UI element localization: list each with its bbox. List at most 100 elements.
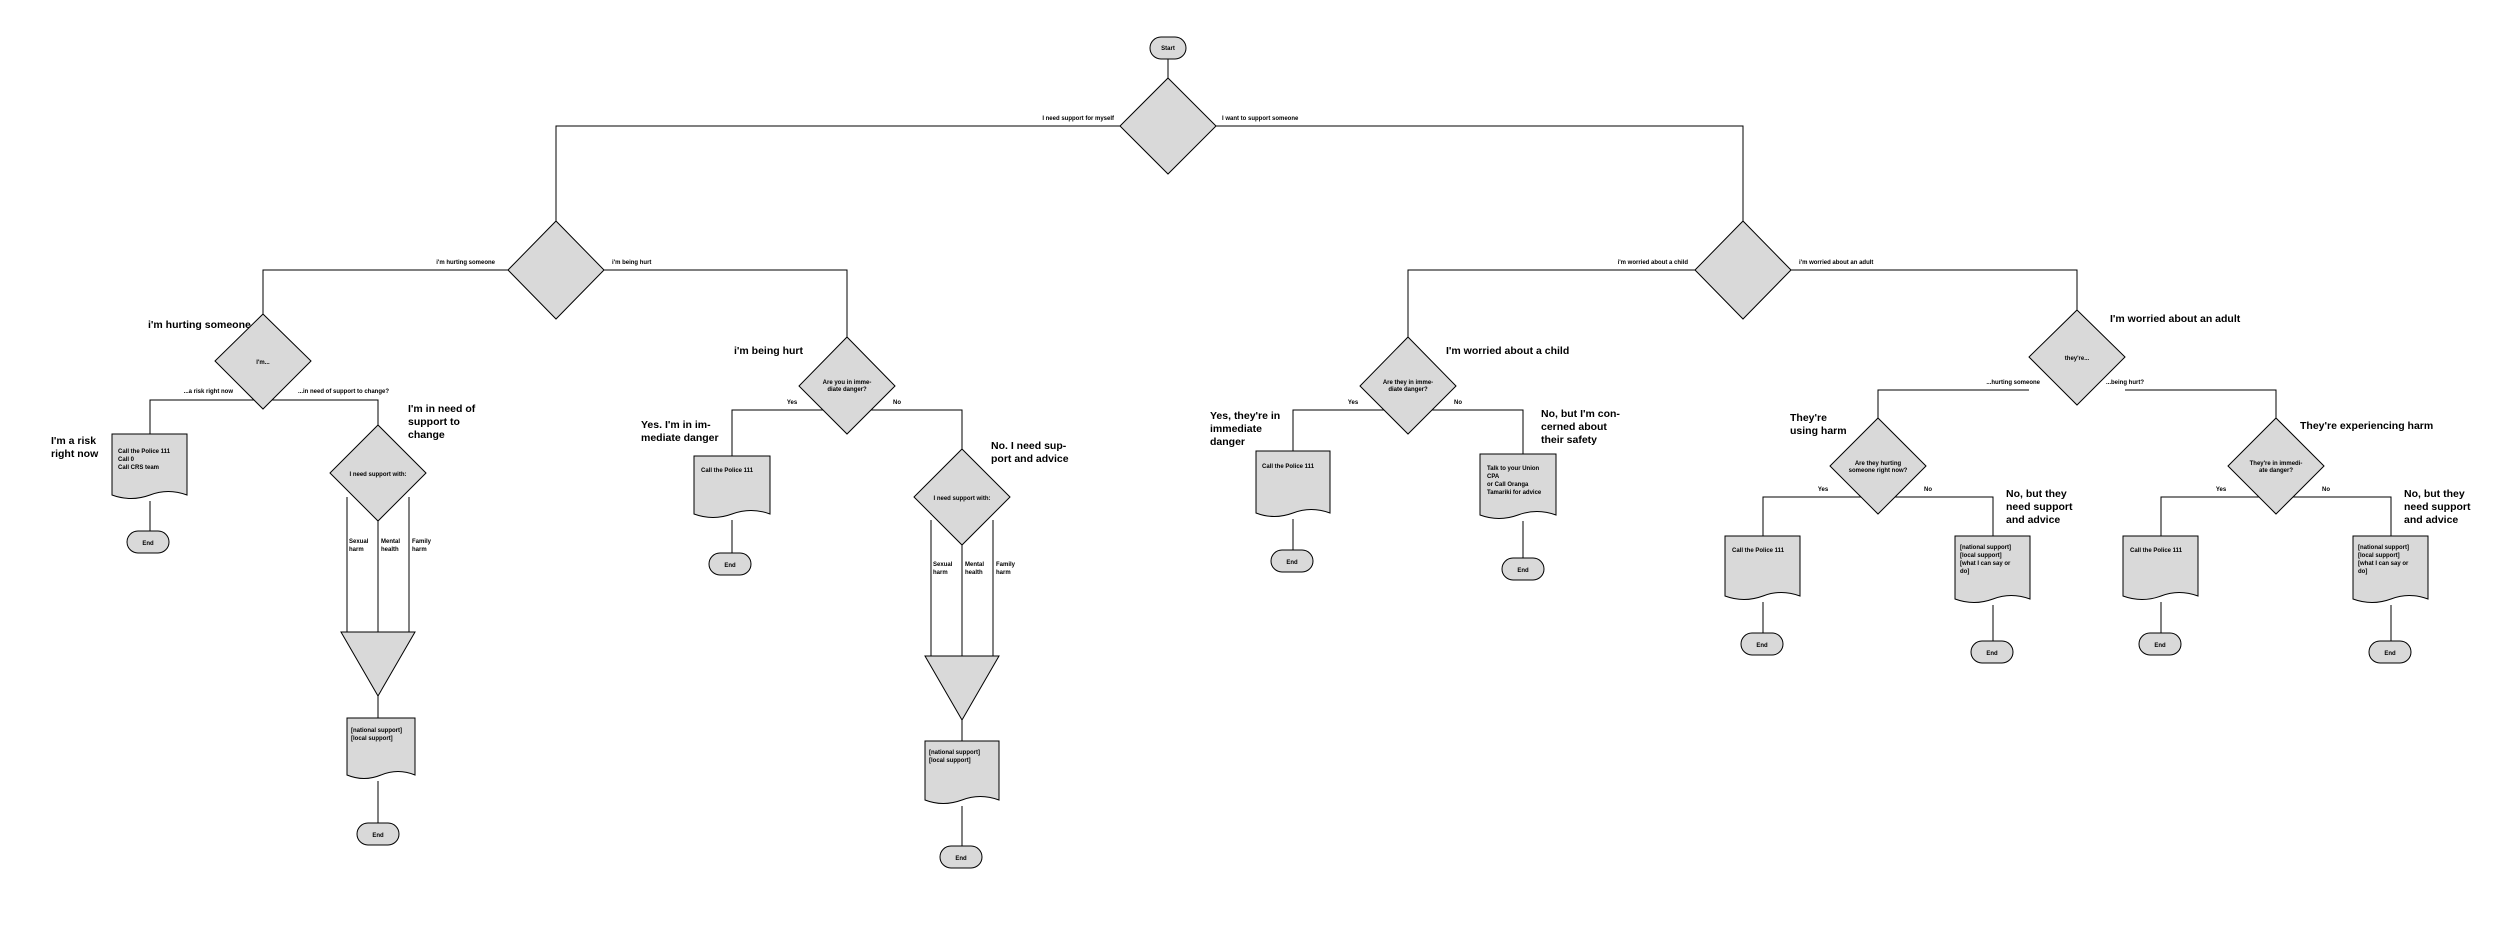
end-label: End [2154, 643, 2166, 649]
police-doc-text: Call the Police 111 [2130, 548, 2183, 554]
using-no-heading: and advice [2006, 514, 2060, 526]
end-terminal [708, 552, 752, 576]
branch-label: health [381, 547, 399, 553]
resource-line: [local support] [1960, 553, 2002, 559]
hurting-heading: i'm hurting someone [148, 319, 251, 331]
branch-label: Family [996, 562, 1016, 568]
being-hurt-question: Are you in imme- [823, 380, 872, 386]
no-label: No [2322, 487, 2330, 493]
hurting-decision [214, 313, 312, 410]
end-terminal [2138, 632, 2182, 656]
resource-line: [national support] [1960, 545, 2011, 551]
branch-label: harm [349, 547, 364, 553]
hurting-risk-heading: right now [51, 448, 99, 460]
resource-line: [what I can say or [2358, 561, 2409, 567]
child-no-heading: No, but I'm con- [1541, 408, 1620, 420]
branch-label: health [965, 570, 983, 576]
branch-label: Sexual [933, 562, 953, 568]
child-decision [1359, 336, 1457, 435]
child-police-doc [1255, 450, 1331, 517]
experiencing-harm-decision [2227, 417, 2325, 515]
end-terminal [1270, 549, 1314, 573]
using-resources-doc [1954, 535, 2031, 603]
hurting-merge-triangle [340, 631, 416, 697]
adult-question: they're... [2065, 356, 2090, 362]
union-doc-line: Tamariki for advice [1487, 490, 1542, 496]
end-terminal [2368, 640, 2412, 664]
child-yes-heading: danger [1210, 436, 1245, 448]
experiencing-harm-question: ate danger? [2259, 468, 2293, 474]
start-label: Start [1161, 46, 1175, 52]
branch-label: Family [412, 539, 432, 545]
using-harm-question: Are they hurting [1855, 461, 1902, 467]
being-hurt-merge-triangle [924, 655, 1000, 721]
resource-line: [national support] [351, 728, 402, 734]
union-doc-line: CPA [1487, 474, 1500, 480]
hurting-question: I'm... [256, 360, 270, 366]
using-no-heading: need support [2006, 501, 2073, 513]
police-doc-text: Call the Police 111 [1262, 464, 1315, 470]
branch-label: Mental [381, 539, 400, 545]
hurting-change-heading: support to [408, 416, 460, 428]
resource-line: do] [2358, 569, 2367, 575]
resource-line: [what I can say or [1960, 561, 2011, 567]
end-label: End [955, 856, 967, 862]
self-right-label: i'm being hurt [612, 260, 651, 266]
adult-left-label: ...hurting someone [1986, 380, 2040, 386]
being-hurt-police-doc [693, 455, 771, 518]
yes-label: Yes [787, 400, 798, 406]
branch-label: harm [933, 570, 948, 576]
hurting-right-label: ...in need of support to change? [298, 389, 389, 395]
being-hurt-question: diate danger? [827, 387, 867, 393]
end-terminal [939, 845, 983, 869]
end-label: End [1286, 560, 1298, 566]
end-label: End [1986, 651, 1998, 657]
branch-label: harm [412, 547, 427, 553]
resource-line: do] [1960, 569, 1969, 575]
no-label: No [893, 400, 901, 406]
being-hurt-decision [798, 336, 896, 435]
union-doc-line: or Call Oranga [1487, 482, 1529, 488]
being-hurt-yes-heading: mediate danger [641, 432, 719, 444]
adult-heading: I'm worried about an adult [2110, 313, 2241, 325]
experiencing-no-heading: and advice [2404, 514, 2458, 526]
end-label: End [724, 563, 736, 569]
branch-label: Mental [965, 562, 984, 568]
child-heading: I'm worried about a child [1446, 345, 1569, 357]
hurting-risk-doc [111, 433, 188, 499]
using-harm-decision [1829, 417, 1927, 515]
other-decision [1694, 220, 1792, 320]
adult-right-label: ...being hurt? [2106, 380, 2144, 386]
child-yes-heading: immediate [1210, 423, 1262, 435]
hurting-change-heading: I'm in need of [408, 403, 476, 415]
end-terminal [126, 530, 170, 554]
resource-line: [local support] [929, 758, 971, 764]
experiencing-harm-question: They're in immedi- [2250, 461, 2303, 467]
no-label: No [1454, 400, 1462, 406]
child-no-heading: cerned about [1541, 421, 1607, 433]
end-label: End [142, 541, 154, 547]
child-question: diate danger? [1388, 387, 1428, 393]
hurting-need-decision [329, 424, 427, 522]
end-label: End [1517, 568, 1529, 574]
being-hurt-yes-heading: Yes. I'm in im- [641, 419, 711, 431]
child-question: Are they in imme- [1383, 380, 1433, 386]
other-right-label: i'm worried about an adult [1799, 260, 1873, 266]
branch-label: Sexual [349, 539, 369, 545]
hurting-left-label: ...a risk right now [184, 389, 234, 395]
connectors [149, 59, 2392, 846]
end-label: End [372, 833, 384, 839]
child-yes-heading: Yes, they're in [1210, 410, 1280, 422]
end-terminal [1970, 640, 2014, 664]
hurting-change-heading: change [408, 429, 445, 441]
being-hurt-no-heading: port and advice [991, 453, 1069, 465]
child-union-doc [1479, 453, 1557, 519]
resource-line: [national support] [929, 750, 980, 756]
self-decision [507, 220, 605, 320]
union-doc-line: Talk to your Union [1487, 466, 1540, 472]
hurting-need-question: I need support with: [350, 472, 407, 478]
being-hurt-need-question: I need support with: [934, 496, 991, 502]
experiencing-police-doc [2122, 535, 2199, 600]
end-label: End [1756, 643, 1768, 649]
